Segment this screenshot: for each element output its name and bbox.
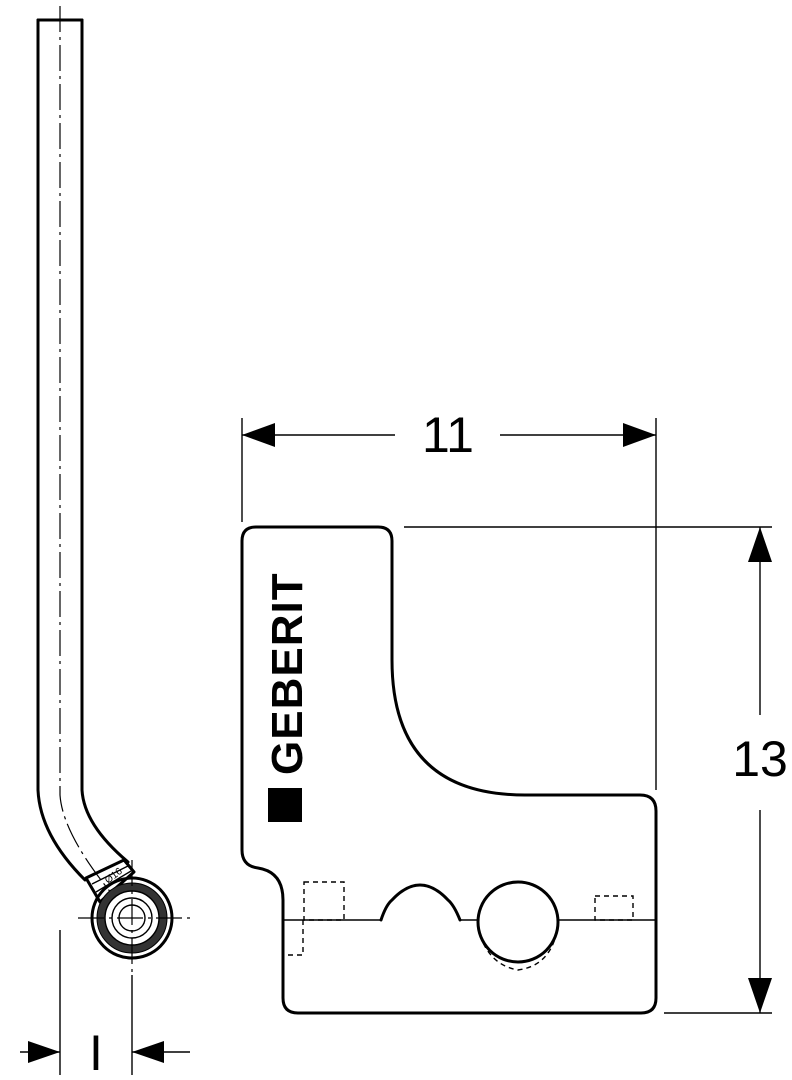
screw-hole-left-lower: [288, 920, 304, 956]
pipe-side-view: Ø16 I: [20, 6, 190, 1080]
width-label: 11: [422, 407, 474, 463]
brand-logo-square: [268, 788, 302, 822]
pipe-seat-large-hidden: [479, 934, 557, 971]
pipe-outline-left: [36, 18, 87, 882]
diameter-label: I: [89, 1025, 103, 1080]
bracket-view: 11 13 GEBERIT: [240, 407, 788, 1015]
pipe-outline-right: [80, 18, 130, 864]
pipe-centerline: [59, 6, 131, 916]
screw-hole-right: [594, 895, 634, 921]
brand-name: GEBERIT: [263, 572, 312, 775]
diameter-arrow-left: [28, 1041, 60, 1063]
pipe-seat-small: [379, 883, 462, 922]
width-arrow-right: [623, 423, 656, 447]
diameter-arrow-right: [132, 1041, 164, 1063]
height-arrow-top: [748, 527, 772, 562]
screw-hole-left: [303, 881, 345, 921]
pipe-seat-large: [476, 880, 560, 964]
bracket-outline: [240, 525, 658, 1015]
fitting-collar: [84, 858, 136, 904]
height-label: 13: [732, 731, 788, 787]
width-arrow-left: [242, 423, 275, 447]
height-arrow-bottom: [748, 978, 772, 1013]
